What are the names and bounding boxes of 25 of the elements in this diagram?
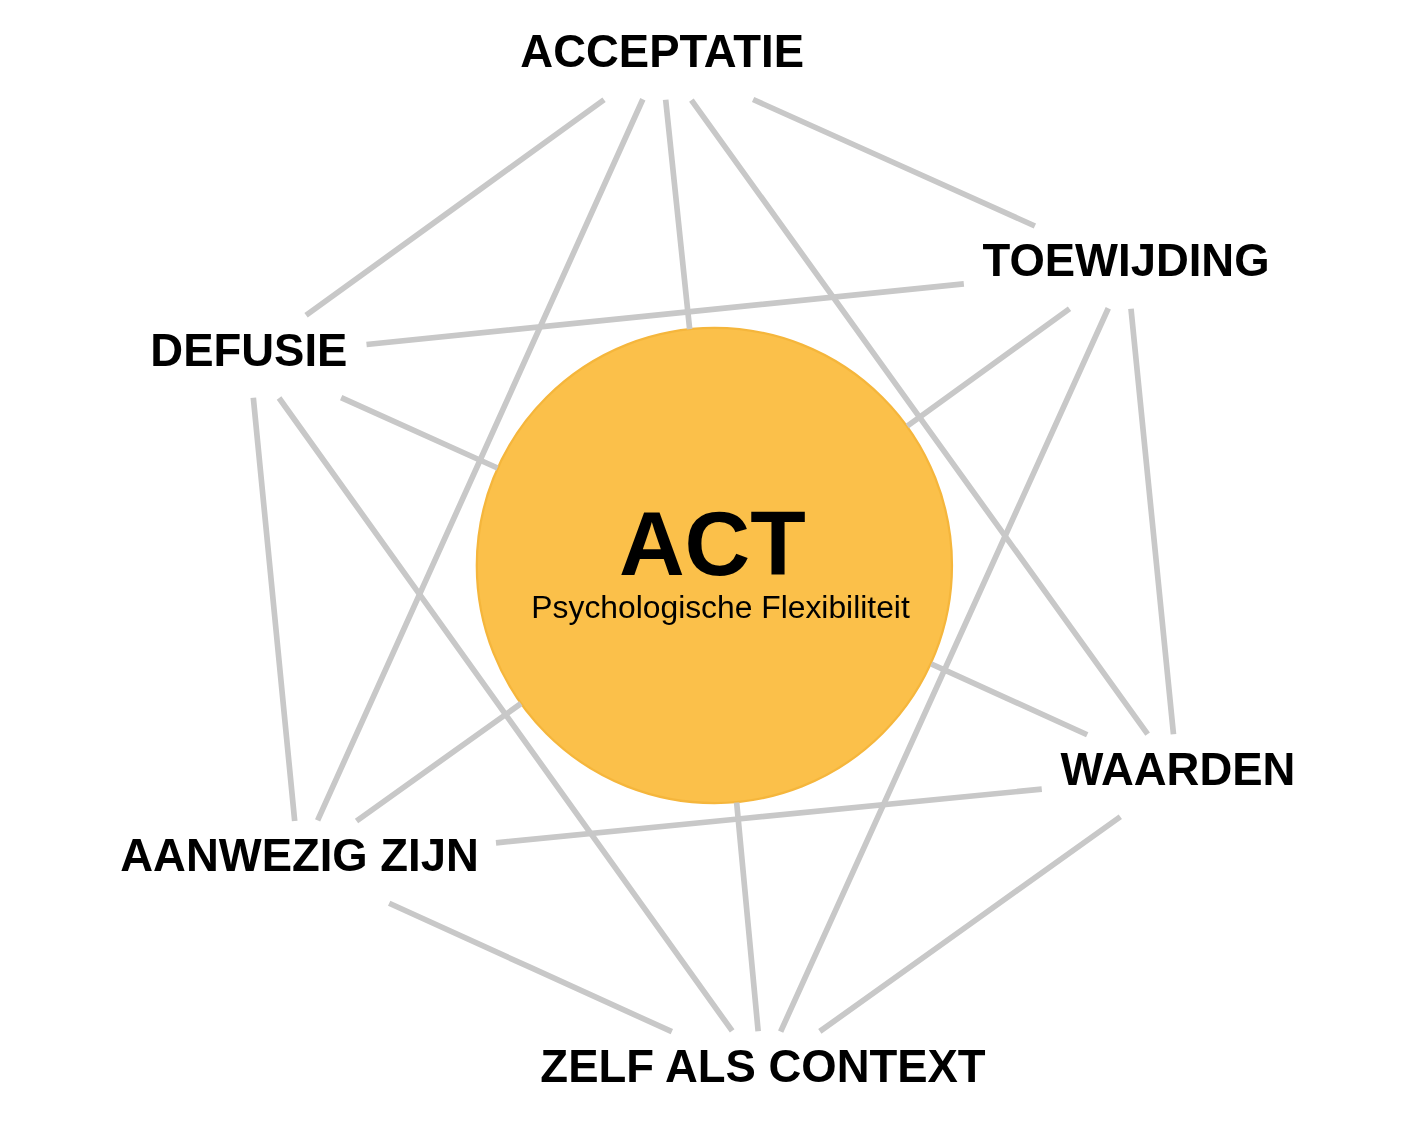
node-circle: ACT Psychologische Flexibiliteit	[475, 326, 953, 805]
connector	[303, 97, 606, 318]
node-text: ZELF ALS CONTEXT	[539, 1040, 986, 1092]
connector	[495, 786, 1042, 846]
connector	[688, 98, 1150, 736]
connector	[662, 99, 692, 330]
connector	[276, 396, 734, 1033]
connector	[1127, 308, 1176, 735]
connector	[365, 281, 964, 348]
connector	[929, 661, 1088, 738]
connector	[733, 802, 761, 1032]
node-text: DEFUSIE	[149, 324, 347, 376]
node-text: AANWEZIG ZIJN	[119, 830, 479, 882]
connector	[905, 306, 1071, 429]
node-text: WAARDEN	[1060, 743, 1295, 795]
connector	[817, 814, 1122, 1034]
connector	[339, 395, 499, 471]
connector	[314, 98, 645, 822]
connector	[387, 900, 673, 1035]
connector	[250, 397, 298, 822]
connector	[777, 307, 1111, 1033]
connector	[354, 701, 523, 824]
node-text: TOEWIJDING	[981, 235, 1270, 287]
node-text: ACCEPTATIE	[519, 26, 804, 78]
connector	[751, 96, 1036, 229]
